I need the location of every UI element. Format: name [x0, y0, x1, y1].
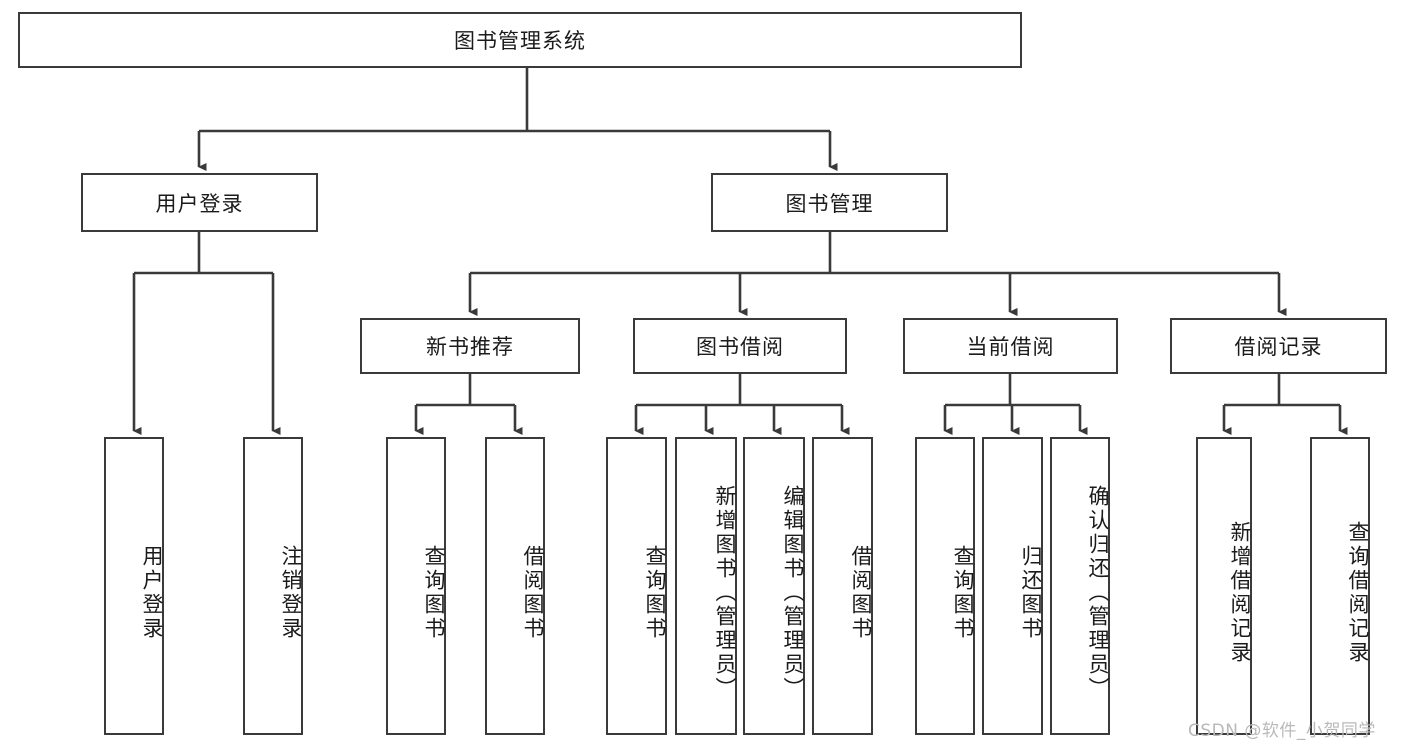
node-leaf-return-book[interactable]: 归还图书 [982, 437, 1043, 735]
node-root[interactable]: 图书管理系统 [18, 12, 1022, 68]
node-leaf-user-login[interactable]: 用户登录 [104, 437, 164, 735]
node-label: 图书管理 [785, 191, 874, 216]
node-label: 查询借阅记录 [1346, 521, 1370, 665]
node-label: 图书借阅 [696, 335, 784, 359]
node-leaf-borrow-book[interactable]: 借阅图书 [812, 437, 873, 735]
node-leaf-query-borrow-record[interactable]: 查询借阅记录 [1310, 437, 1370, 735]
node-leaf-query-book-current[interactable]: 查询图书 [915, 437, 975, 735]
node-label: 新增借阅记录 [1228, 521, 1252, 665]
node-label: 注销登录 [279, 545, 303, 641]
node-label: 借阅图书 [849, 545, 873, 641]
node-leaf-borrow-book-recommend[interactable]: 借阅图书 [485, 437, 545, 735]
node-leaf-query-book-borrow[interactable]: 查询图书 [606, 437, 667, 735]
node-label: 查询图书 [951, 545, 975, 641]
node-level3-borrow-record[interactable]: 借阅记录 [1170, 318, 1387, 374]
node-label: 确认归还（管理员） [1086, 485, 1110, 701]
node-leaf-add-borrow-record[interactable]: 新增借阅记录 [1196, 437, 1252, 735]
node-level2-book-management[interactable]: 图书管理 [711, 173, 948, 232]
node-label: 新书推荐 [426, 335, 514, 359]
node-root-label: 图书管理系统 [454, 29, 586, 53]
node-leaf-logout[interactable]: 注销登录 [243, 437, 303, 735]
node-label: 当前借阅 [966, 335, 1055, 359]
node-label: 查询图书 [422, 545, 446, 641]
node-level3-new-book-recommend[interactable]: 新书推荐 [360, 318, 580, 374]
node-label: 归还图书 [1019, 545, 1043, 641]
node-label: 编辑图书（管理员） [781, 485, 805, 701]
node-leaf-confirm-return-admin[interactable]: 确认归还（管理员） [1050, 437, 1110, 735]
csdn-watermark: CSDN @软件_小贺同学 [1188, 721, 1376, 741]
node-level2-user-login[interactable]: 用户登录 [81, 173, 318, 232]
node-level3-book-borrow[interactable]: 图书借阅 [633, 318, 847, 374]
node-label: 新增图书（管理员） [713, 485, 737, 701]
node-leaf-query-book-recommend[interactable]: 查询图书 [386, 437, 446, 735]
node-label: 借阅记录 [1234, 335, 1323, 359]
node-label: 用户登录 [140, 545, 164, 641]
node-leaf-add-book-admin[interactable]: 新增图书（管理员） [675, 437, 737, 735]
node-label: 查询图书 [643, 545, 667, 641]
node-label: 借阅图书 [521, 545, 545, 641]
node-leaf-edit-book-admin[interactable]: 编辑图书（管理员） [743, 437, 805, 735]
node-level3-current-borrow[interactable]: 当前借阅 [903, 318, 1118, 374]
node-label: 用户登录 [155, 191, 244, 216]
